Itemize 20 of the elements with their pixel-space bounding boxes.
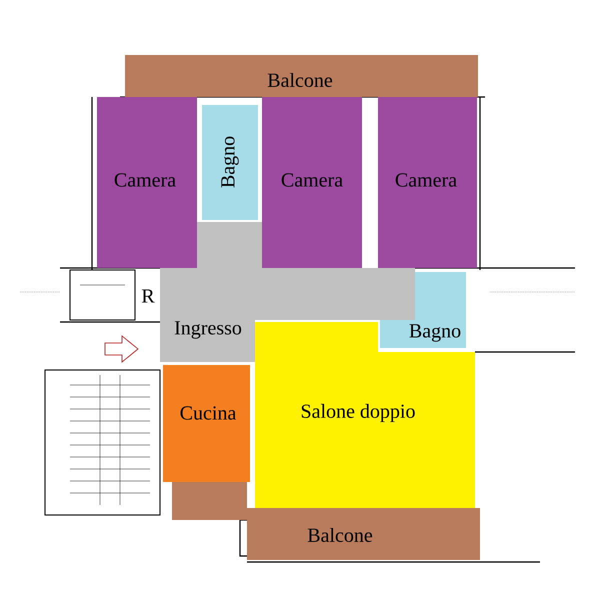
balcony-area xyxy=(125,55,478,97)
kitchen-area xyxy=(163,365,250,482)
room-area xyxy=(97,97,197,268)
room-label: Bagno xyxy=(221,136,239,188)
room-label: Camera xyxy=(114,173,176,187)
living-room-area xyxy=(255,322,475,508)
room-label: Cucina xyxy=(180,406,236,420)
room-label: Salone doppio xyxy=(302,404,415,422)
room-label: Ingresso xyxy=(174,321,242,339)
room-area xyxy=(378,97,477,268)
room-label: Balcone xyxy=(268,72,332,88)
room-label: R xyxy=(142,289,155,303)
room-label: Camera xyxy=(282,173,343,187)
bathroom-area xyxy=(380,272,466,348)
room-label: Bagno xyxy=(409,324,460,342)
room-area xyxy=(262,97,362,268)
bathroom-area xyxy=(202,105,258,220)
room-label: Camera xyxy=(396,173,457,187)
balcony-area xyxy=(172,482,480,560)
room-label: Balcone xyxy=(308,528,372,542)
